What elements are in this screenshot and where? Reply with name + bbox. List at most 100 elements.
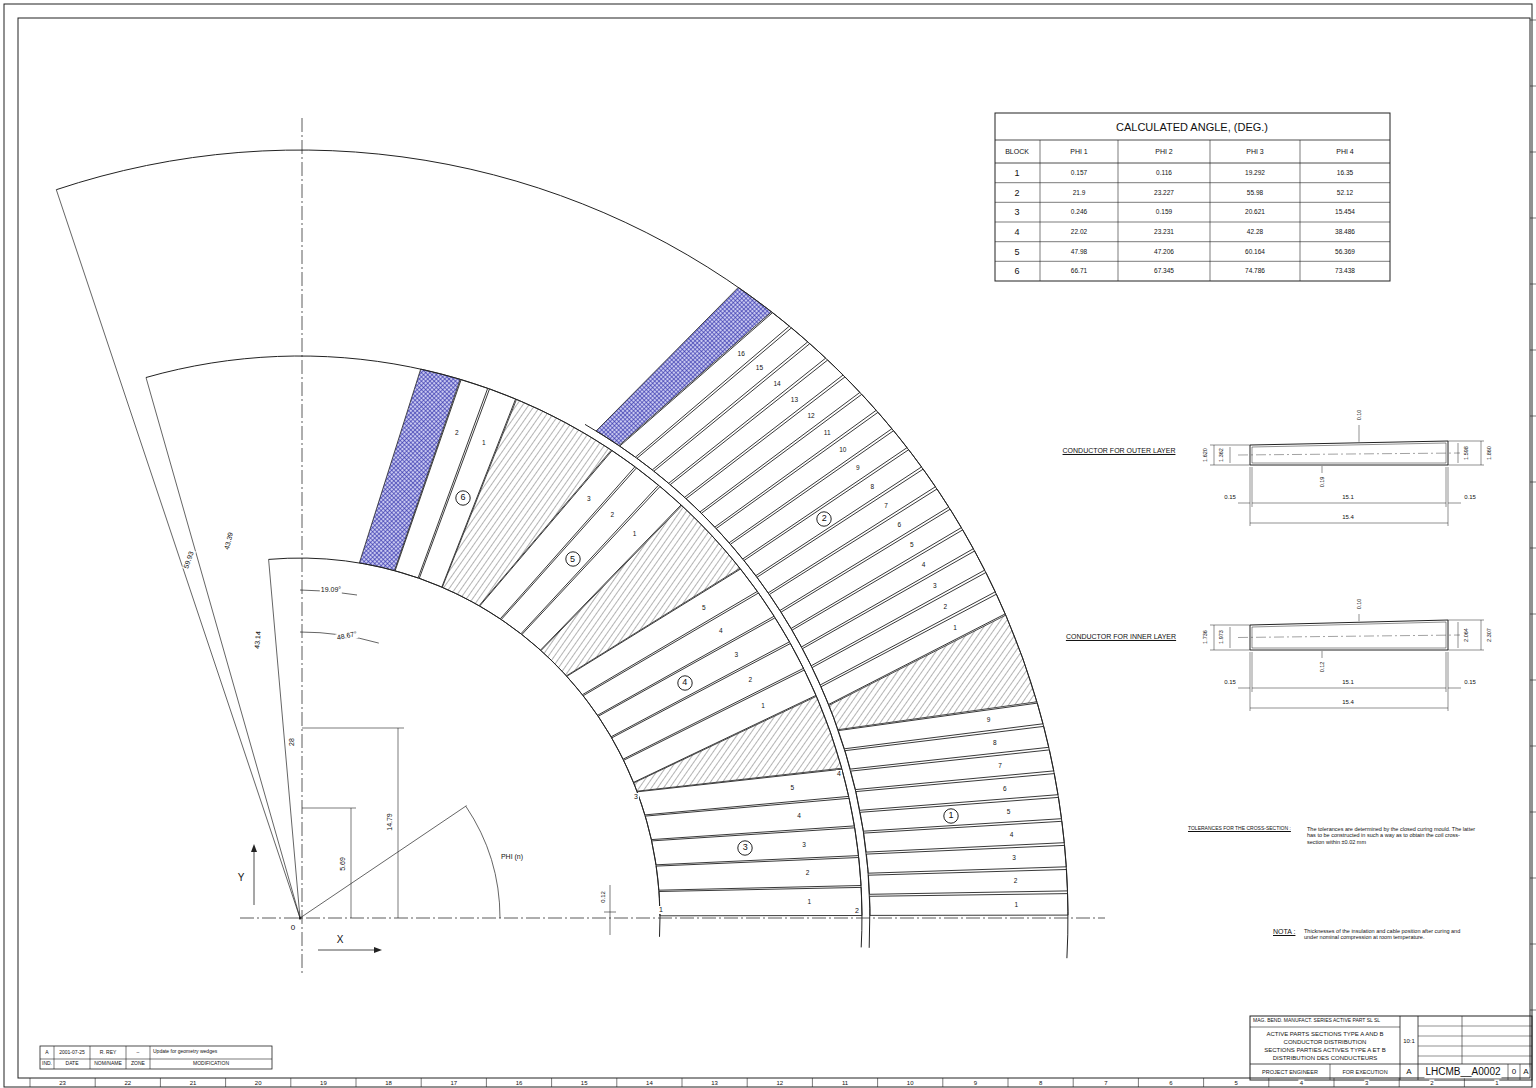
conductor-number: 2: [748, 676, 754, 683]
zone-tick: [421, 1078, 422, 1087]
dimension: 15.1: [1341, 494, 1355, 501]
conductor: [637, 328, 808, 470]
dimension: 1.736: [1202, 629, 1208, 645]
conductor-number: 8: [869, 483, 875, 490]
zone-tick: [290, 1078, 291, 1087]
dimension-line: [1214, 625, 1215, 650]
zone-tick: [1530, 746, 1536, 747]
conductor-number: 1: [481, 439, 487, 446]
dimension-line: [1481, 620, 1482, 650]
conductor-number: 3: [1011, 854, 1017, 861]
table-cell: 47.206: [1153, 248, 1175, 255]
revision-header: IND.: [41, 1061, 53, 1067]
corner-number: 2: [854, 907, 860, 915]
table-rule: [1040, 140, 1041, 281]
conductor-number: 3: [586, 495, 592, 502]
dimension: 0.15: [1223, 679, 1237, 686]
revision-header: ZONE: [130, 1061, 146, 1067]
table-cell: 56.369: [1334, 248, 1356, 255]
extension-line: [1448, 650, 1484, 651]
conductor-number: 13: [790, 396, 799, 403]
corner-number: 3: [633, 793, 639, 801]
conductor: [480, 451, 635, 619]
dimension: 1.620: [1202, 447, 1208, 463]
conductor-number: 1: [806, 898, 812, 905]
extension-line: [1448, 467, 1449, 526]
revision-rule: [54, 1046, 55, 1069]
centerline: [1238, 453, 1460, 455]
revision-block: [40, 1046, 272, 1069]
zone-tick: [1008, 1078, 1009, 1087]
table-cell: 0.159: [1155, 208, 1173, 215]
block-number: 5: [565, 551, 581, 567]
revision-rule: [150, 1046, 151, 1069]
table-cell: 4: [1013, 227, 1020, 237]
title-block-text: SECTIONS PARTIES ACTIVES TYPE A ET B: [1263, 1047, 1387, 1054]
zone-tick: [160, 1078, 161, 1087]
x-axis-centerline: [240, 918, 1105, 919]
origin-label: 0: [290, 923, 296, 932]
table-rule: [1300, 140, 1301, 281]
title-block-text: CONDUCTOR DISTRIBUTION: [1283, 1039, 1368, 1046]
dimension: 15.4: [1341, 514, 1355, 521]
dimension-line: [1448, 503, 1461, 504]
block-number-circle: 5: [565, 551, 581, 567]
zone-number: 7: [1103, 1079, 1108, 1086]
title-block-rule: [1330, 1064, 1331, 1080]
cable-outline: [1252, 443, 1446, 463]
conductor: [659, 887, 862, 915]
radius-dimension-line: [269, 559, 300, 918]
table-cell: 60.164: [1244, 248, 1266, 255]
extension-line: [302, 808, 356, 809]
revision-header: MODIFICATION: [192, 1061, 230, 1067]
leader-line: [1322, 651, 1323, 658]
extension-line: [1448, 652, 1449, 711]
table-cell: 19.292: [1244, 169, 1266, 176]
table-cell: 0.116: [1155, 169, 1173, 176]
extension-line: [1252, 467, 1253, 507]
extension-line: [1446, 467, 1447, 507]
dimension: 2.064: [1463, 627, 1469, 643]
title-block-rule: [1418, 1026, 1532, 1027]
dimension: 15.1: [1341, 679, 1355, 686]
centerline: [1238, 635, 1460, 638]
zone-number: 15: [580, 1079, 589, 1086]
zone-tick: [551, 1078, 552, 1087]
coil-arc: [146, 356, 862, 947]
extension-line: [1448, 620, 1484, 621]
zone-number: 20: [254, 1079, 263, 1086]
zone-tick: [1530, 152, 1536, 153]
arrow-head: [374, 947, 382, 953]
angle-label: PHI (n): [500, 853, 524, 861]
leader-line: [1322, 466, 1323, 473]
conductor-number: 2: [805, 869, 811, 876]
zone-tick: [1530, 416, 1536, 417]
dimension-line: [1230, 627, 1231, 648]
table-cell: 23.231: [1153, 228, 1175, 235]
title-block-rule: [1418, 1036, 1532, 1037]
zone-tick: [1530, 86, 1536, 87]
table-rule: [1118, 140, 1119, 281]
zone-number: 19: [319, 1079, 328, 1086]
dimension: 0.10: [1356, 409, 1362, 422]
dimension: 1.362: [1218, 447, 1224, 463]
conductor-number: 2: [942, 603, 948, 610]
zone-number: 12: [775, 1079, 784, 1086]
table-rule: [995, 140, 1390, 141]
zone-tick: [1530, 680, 1536, 681]
dimension: 1.860: [1486, 445, 1492, 461]
dimension-line: [1481, 441, 1482, 465]
table-cell: 5: [1013, 246, 1020, 256]
conductor-number: 11: [823, 429, 832, 436]
angle-arc: [466, 806, 500, 918]
title-block-text: ACTIVE PARTS SECTIONS TYPE A AND B: [1265, 1031, 1384, 1038]
extension-line: [1250, 652, 1251, 711]
revision-rule: [90, 1046, 91, 1069]
note-text: The tolerances are determined by the clo…: [1306, 826, 1478, 845]
coil-arc: [269, 558, 660, 937]
block-number-circle: 2: [816, 511, 832, 527]
zone-tick: [1530, 218, 1536, 219]
circle-outline: [565, 552, 579, 566]
table-cell: 0.246: [1070, 208, 1088, 215]
